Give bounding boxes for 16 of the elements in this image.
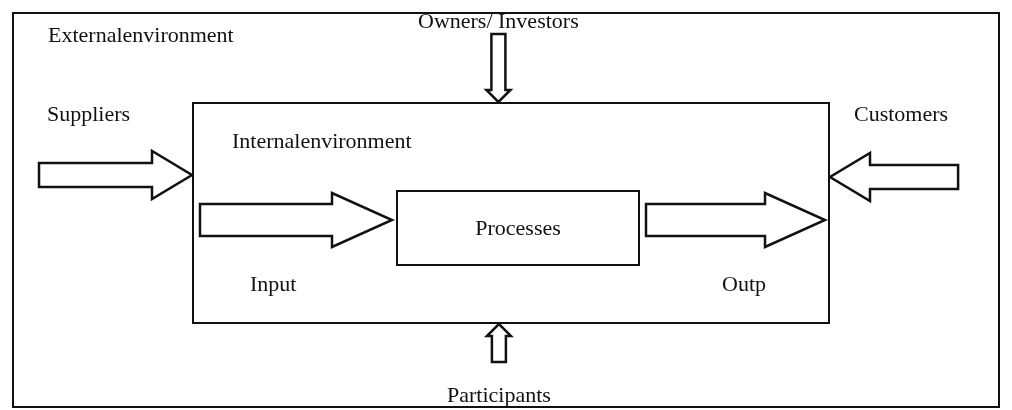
heading: Externalenvironment [48, 24, 234, 46]
node-label: Suppliers [47, 103, 131, 125]
block-arrow [483, 322, 514, 364]
block-arrow [483, 32, 514, 104]
block-arrow [198, 191, 396, 249]
node-label: Participants [447, 384, 551, 406]
block-arrow [827, 150, 960, 204]
process-box [396, 190, 640, 266]
box-label: Processes [475, 217, 561, 239]
block-arrow [644, 191, 829, 249]
block-arrow [37, 148, 195, 202]
environment-box [192, 102, 830, 324]
node-label: Customers [854, 103, 949, 125]
node-label: Owners/ Investors [418, 10, 579, 32]
environment-frame [12, 12, 1000, 408]
heading: Internalenvironment [232, 130, 412, 152]
